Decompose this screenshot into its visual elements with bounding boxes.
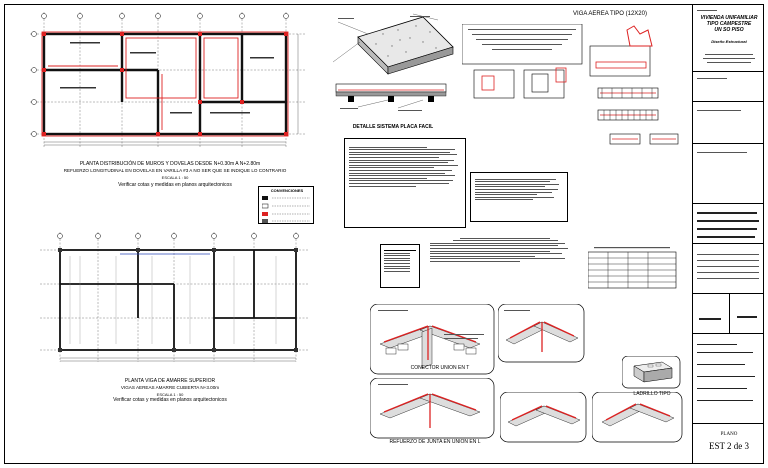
slab-detail-label: DETALLE SISTEMA PLACA FACIL <box>352 124 434 130</box>
plan-top-drawing <box>30 12 305 147</box>
l-joint-drawing-3 <box>592 392 683 443</box>
brick-label: LADRILLO TIPO <box>633 391 671 397</box>
plan-bottom-drawing <box>40 232 308 362</box>
plan-bottom-subtitle: VIGAS AEREAS AMARRE CUBIERTA N+3.00m <box>120 385 220 390</box>
legend-symbols <box>262 196 310 223</box>
title-block-scale-date <box>693 294 764 334</box>
quantities-table <box>588 247 677 289</box>
notes-box-right <box>470 172 568 222</box>
t-connector-label: CONECTOR UNION EN T <box>410 365 470 371</box>
plan-top-note: Verificar cotas y medidas en planos arqu… <box>118 182 232 188</box>
slab-detail-drawing <box>332 13 454 111</box>
plan-top-subtitle: REFUERZO LONGITUDINAL EN DOVELAS EN VARI… <box>63 168 287 173</box>
reinforcement-schedule <box>380 244 420 288</box>
plan-bottom-note: Verificar cotas y medidas en planos arqu… <box>113 397 227 403</box>
title-block-reviewer <box>693 144 764 204</box>
project-line-3: UN SO PISO <box>714 27 744 33</box>
beam-detail-title: VIGA AEREA TIPO (12X20) <box>573 11 647 17</box>
beam-detail-drawing <box>462 24 679 145</box>
title-block-project: VIVIENDA UNIFAMILIAR TIPO CAMPESTRE UN S… <box>693 4 764 72</box>
t-connector-detail-2 <box>498 304 585 363</box>
legend-box: CONVENCIONES <box>258 186 314 224</box>
title-block-sheet: PLANO EST 2 de 3 <box>693 424 764 464</box>
legend-title: CONVENCIONES <box>270 188 304 193</box>
l-joint-drawing-2 <box>500 392 587 443</box>
project-line-1: VIVIENDA UNIFAMILIAR <box>700 15 758 21</box>
plan-bottom-scale: ESCALA 1 : 50 <box>156 392 184 397</box>
plan-top-scale: ESCALA 1 : 50 <box>161 175 189 180</box>
plan-bottom-title: PLANTA VIGA DE AMARRE SUPERIOR <box>124 378 216 384</box>
l-joint-drawing-1 <box>370 378 495 439</box>
title-block: VIVIENDA UNIFAMILIAR TIPO CAMPESTRE UN S… <box>692 4 764 464</box>
project-line-2: TIPO CAMPESTRE <box>706 21 752 27</box>
t-connector-drawing <box>370 304 495 375</box>
title-block-revisions <box>693 244 764 294</box>
title-block-signatures <box>693 334 764 424</box>
general-notes-box <box>344 138 466 228</box>
plan-top-title: PLANTA DISTRIBUCIÓN DE MUROS Y DOVELAS D… <box>79 161 261 167</box>
title-block-owner <box>693 72 764 102</box>
sheet-label: PLANO <box>720 432 738 437</box>
title-block-notes <box>693 204 764 244</box>
title-block-designer <box>693 102 764 144</box>
brick-drawing <box>622 356 681 389</box>
sheet-number: EST 2 de 3 <box>708 441 750 451</box>
l-joint-label: REFUERZO DE JUNTA EN UNION EN L <box>389 439 481 445</box>
quantities-notes <box>430 236 580 296</box>
project-content: Diseño Estructural <box>711 39 747 44</box>
